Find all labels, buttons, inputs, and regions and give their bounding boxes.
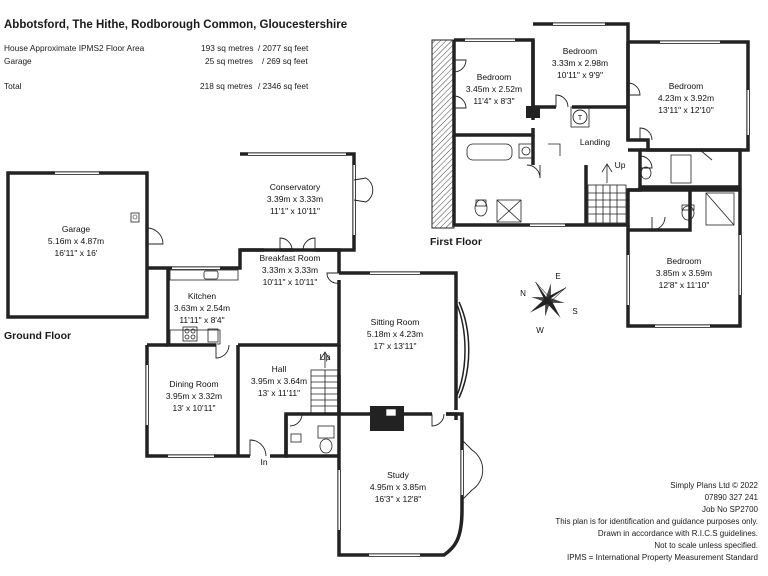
svg-text:3.39m x 3.33m: 3.39m x 3.33m	[267, 194, 323, 204]
svg-text:10'11" x 9'9": 10'11" x 9'9"	[557, 70, 603, 80]
ground-wc	[290, 425, 335, 454]
svg-text:13'11" x 12'10": 13'11" x 12'10"	[658, 105, 713, 115]
wc-outline	[284, 414, 339, 458]
svg-text:13' x 10'11": 13' x 10'11"	[173, 403, 216, 413]
room-breakfast: Breakfast Room 3.33m x 3.33m 10'11" x 10…	[260, 253, 321, 287]
area-garage-feet-wrap: / 269 sq feet	[262, 56, 308, 66]
area-house-feet: 2077 sq feet	[262, 43, 309, 53]
svg-text:Hall: Hall	[272, 364, 287, 374]
svg-text:4.23m x 3.92m: 4.23m x 3.92m	[658, 93, 714, 103]
svg-text:Bedroom: Bedroom	[667, 256, 702, 266]
svg-text:Bedroom: Bedroom	[563, 46, 598, 56]
svg-text:11'1" x 10'11": 11'1" x 10'11"	[270, 206, 320, 216]
room-labels: Garage 5.16m x 4.87m 16'11" x 16' Conser…	[48, 46, 714, 504]
area-total-label: Total	[4, 81, 22, 91]
ground-door-swings	[146, 177, 484, 501]
svg-text:Dining Room: Dining Room	[169, 379, 218, 389]
up-label-ground: Up	[320, 352, 331, 362]
footer-phone: 07890 327 241	[704, 493, 758, 502]
entrance-label: In	[260, 457, 267, 467]
up-label-first: Up	[615, 160, 626, 170]
svg-text:Kitchen: Kitchen	[188, 291, 217, 301]
area-house-metres: 193 sq metres	[201, 43, 254, 53]
area-total-feet-wrap: / 2346 sq feet	[258, 81, 309, 91]
compass-s: S	[572, 307, 577, 316]
room-conservatory: Conservatory 3.39m x 3.33m 11'1" x 10'11…	[267, 182, 323, 216]
svg-text:16'11" x 16': 16'11" x 16'	[55, 248, 98, 258]
bathroom-fixtures	[466, 143, 735, 226]
ground-staircase	[310, 351, 340, 415]
svg-text:3.95m x 3.64m: 3.95m x 3.64m	[251, 376, 307, 386]
first-staircase	[587, 163, 627, 224]
sitting-bay-window	[455, 301, 466, 399]
room-bedroom-3: Bedroom 4.23m x 3.92m 13'11" x 12'10"	[658, 81, 714, 115]
svg-text:5.18m x 4.23m: 5.18m x 4.23m	[367, 329, 423, 339]
svg-text:13' x 11'11": 13' x 11'11"	[258, 388, 300, 398]
footer-rics: Drawn in accordance with R.I.C.S guideli…	[597, 529, 758, 538]
kitchen-units	[169, 269, 239, 345]
room-dining: Dining Room 3.95m x 3.32m 13' x 10'11"	[166, 379, 222, 413]
footer-company: Simply Plans Ltd © 2022	[670, 481, 758, 490]
svg-text:17' x 13'11": 17' x 13'11"	[374, 341, 417, 351]
fireplace	[370, 406, 404, 431]
svg-text:Sitting Room: Sitting Room	[371, 317, 420, 327]
svg-text:Study: Study	[387, 470, 409, 480]
compass-rose	[529, 281, 567, 319]
svg-text:Bedroom: Bedroom	[477, 72, 512, 82]
svg-text:Conservatory: Conservatory	[270, 182, 321, 192]
footer-scale: Not to scale unless specified.	[654, 541, 758, 550]
area-total-feet: 2346 sq feet	[262, 81, 309, 91]
svg-text:3.63m x 2.54m: 3.63m x 2.54m	[174, 303, 230, 313]
svg-text:3.33m x 3.33m: 3.33m x 3.33m	[262, 265, 318, 275]
compass-n: N	[520, 289, 526, 298]
svg-text:Bedroom: Bedroom	[669, 81, 704, 91]
svg-text:11'4" x 8'3": 11'4" x 8'3"	[473, 96, 514, 106]
area-garage-label: Garage	[4, 56, 32, 66]
ground-windows	[55, 152, 464, 557]
ground-floor-label: Ground Floor	[4, 330, 72, 342]
area-garage-feet: 269 sq feet	[266, 56, 308, 66]
compass-e: E	[555, 272, 560, 281]
footer-job: Job No SP2700	[701, 505, 758, 514]
tank-label: T	[578, 115, 583, 122]
first-floor-label: First Floor	[430, 236, 482, 248]
room-bedroom-2: Bedroom 3.33m x 2.98m 10'11" x 9'9"	[552, 46, 608, 80]
svg-text:4.95m x 3.85m: 4.95m x 3.85m	[370, 482, 426, 492]
compass-w: W	[536, 326, 544, 335]
svg-text:3.45m x 2.52m: 3.45m x 2.52m	[466, 84, 522, 94]
chimney	[526, 106, 540, 118]
room-bedroom-1: Bedroom 3.45m x 2.52m 11'4" x 8'3"	[466, 72, 522, 106]
roof-hatched-area	[431, 39, 455, 229]
area-total-metres: 218 sq metres	[200, 81, 253, 91]
svg-text:Garage: Garage	[62, 224, 91, 234]
room-garage: Garage 5.16m x 4.87m 16'11" x 16'	[48, 224, 104, 258]
compass-letters: N E S W	[520, 272, 578, 335]
ground-floor-walls	[6, 152, 464, 557]
svg-text:12'8" x 11'10": 12'8" x 11'10"	[659, 280, 710, 290]
svg-text:Breakfast Room: Breakfast Room	[260, 253, 321, 263]
area-house-feet-wrap: / 2077 sq feet	[258, 43, 309, 53]
landing-label: Landing	[580, 137, 611, 147]
svg-text:5.16m x 4.87m: 5.16m x 4.87m	[48, 236, 104, 246]
svg-text:3.33m x 2.98m: 3.33m x 2.98m	[552, 58, 608, 68]
svg-text:11'11" x 8'4": 11'11" x 8'4"	[179, 315, 224, 325]
svg-text:16'3" x 12'8": 16'3" x 12'8"	[375, 494, 422, 504]
svg-text:3.95m x 3.32m: 3.95m x 3.32m	[166, 391, 222, 401]
svg-text:10'11" x 10'11": 10'11" x 10'11"	[263, 277, 318, 287]
first-door-swings	[453, 59, 713, 231]
property-title: Abbotsford, The Hithe, Rodborough Common…	[4, 19, 348, 31]
svg-text:3.85m x 3.59m: 3.85m x 3.59m	[656, 268, 712, 278]
room-study: Study 4.95m x 3.85m 16'3" x 12'8"	[370, 470, 426, 504]
area-garage-metres: 25 sq metres	[205, 56, 253, 66]
area-house-label: House Approximate IPMS2 Floor Area	[4, 43, 145, 53]
room-bedroom-4: Bedroom 3.85m x 3.59m 12'8" x 11'10"	[656, 256, 712, 290]
room-sitting: Sitting Room 5.18m x 4.23m 17' x 13'11"	[367, 317, 423, 351]
room-hall: Hall 3.95m x 3.64m 13' x 11'11"	[251, 364, 307, 398]
study-outline	[337, 412, 464, 557]
tank-icon	[572, 109, 588, 125]
footer-disclaimer: This plan is for identification and guid…	[555, 517, 758, 526]
footer-ipms: IPMS = International Property Measuremen…	[567, 553, 758, 562]
room-kitchen: Kitchen 3.63m x 2.54m 11'11" x 8'4"	[174, 291, 230, 325]
